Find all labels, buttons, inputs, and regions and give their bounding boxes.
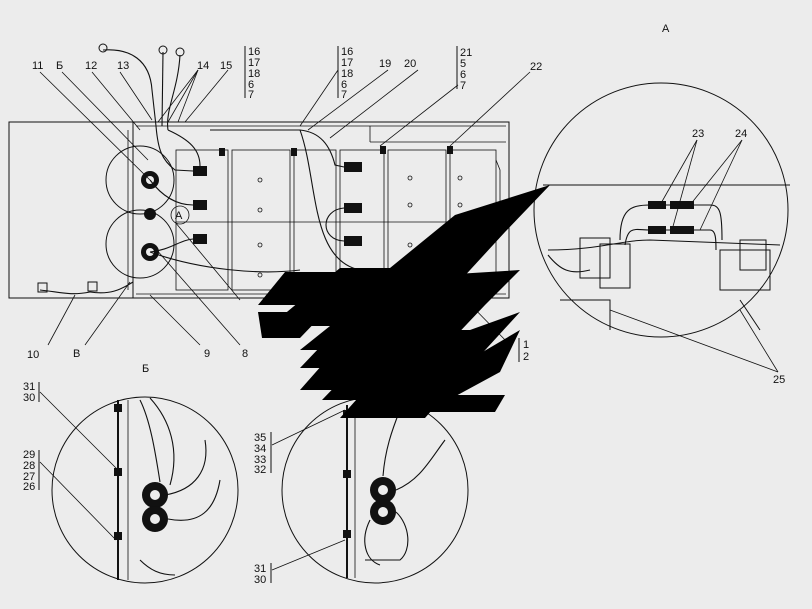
svg-text:16: 16 [341, 46, 353, 58]
label-8: 8 [242, 348, 248, 360]
label-14: 14 [197, 60, 209, 72]
svg-text:33: 33 [254, 454, 266, 466]
leader-lines [39, 69, 531, 346]
terminals [193, 162, 362, 246]
view-b-title: Б [142, 363, 149, 375]
chevron-logo-icon [258, 185, 550, 418]
svg-text:30: 30 [254, 574, 266, 586]
view-a-title: А [662, 23, 670, 35]
label-stack-2: 16 17 18 6 7 [341, 46, 353, 101]
label-9: 9 [204, 348, 210, 360]
label-24: 24 [735, 128, 747, 140]
svg-text:27: 27 [23, 471, 35, 483]
label-stack-3: 21 5 6 7 [460, 47, 472, 92]
svg-text:32: 32 [254, 464, 266, 476]
label-view-b-ref: Б [56, 60, 63, 72]
label-12: 12 [85, 60, 97, 72]
svg-text:7: 7 [341, 89, 347, 101]
svg-text:29: 29 [23, 449, 35, 461]
label-view-v-ref: В [73, 348, 80, 360]
svg-text:21: 21 [460, 47, 472, 59]
svg-text:7: 7 [248, 89, 254, 101]
callout-a-label: А [175, 210, 183, 222]
detail-a: А 23 24 25 [533, 23, 790, 386]
label-10: 10 [27, 349, 39, 361]
label-2: 2 [523, 351, 529, 363]
svg-text:6: 6 [460, 69, 466, 81]
label-20: 20 [404, 58, 416, 70]
svg-text:28: 28 [23, 460, 35, 472]
main-bottom-labels: 10 В 9 8 1 2 [27, 338, 529, 363]
label-11: 11 [32, 60, 43, 72]
svg-text:7: 7 [460, 80, 466, 92]
detail-a-circle [533, 82, 789, 338]
label-19: 19 [379, 58, 391, 70]
svg-text:31: 31 [23, 381, 35, 393]
svg-text:5: 5 [460, 58, 466, 70]
detail-b-stack-top: 31 30 [23, 381, 35, 404]
detail-b-stack-left: 29 28 27 26 [23, 449, 35, 493]
svg-text:18: 18 [341, 68, 353, 80]
svg-text:30: 30 [23, 392, 35, 404]
label-22: 22 [530, 61, 542, 73]
detail-b: Б 31 30 29 28 27 26 [23, 363, 239, 584]
label-13: 13 [117, 60, 129, 72]
svg-text:16: 16 [248, 46, 260, 58]
view-v-marker-circle [105, 209, 175, 279]
detail-v: В 35 34 33 32 31 30 [254, 363, 469, 586]
detail-v-stack-top: 35 34 33 32 [254, 432, 266, 476]
svg-text:34: 34 [254, 443, 266, 455]
detail-b-circle [51, 396, 239, 584]
svg-text:31: 31 [254, 563, 266, 575]
label-25: 25 [773, 374, 785, 386]
label-15: 15 [220, 60, 232, 72]
svg-text:17: 17 [341, 57, 353, 69]
label-stack-1: 16 17 18 6 7 [248, 46, 260, 101]
svg-text:17: 17 [248, 57, 260, 69]
svg-text:26: 26 [23, 481, 35, 493]
svg-text:35: 35 [254, 432, 266, 444]
svg-text:18: 18 [248, 68, 260, 80]
view-b-marker-circle [105, 145, 175, 215]
main-top-labels: 11 Б 12 13 14 15 16 17 18 6 7 16 17 18 6… [32, 46, 542, 101]
main-cables [37, 43, 381, 295]
label-23: 23 [692, 128, 704, 140]
svg-text:6: 6 [248, 79, 254, 91]
svg-text:6: 6 [341, 79, 347, 91]
label-1: 1 [523, 339, 529, 351]
detail-v-stack-bottom: 31 30 [254, 563, 266, 586]
callout-a-circle [170, 205, 190, 225]
